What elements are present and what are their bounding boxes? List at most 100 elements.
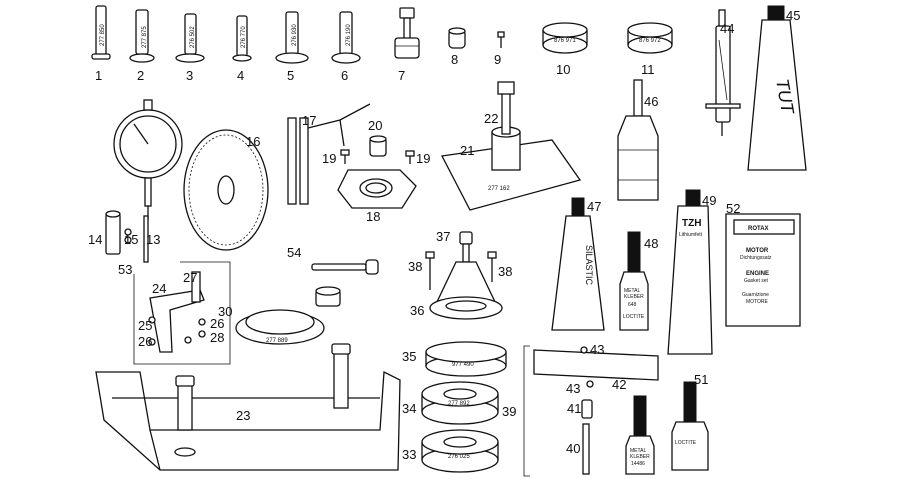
callout-numbers: 1 2 3 4 5 6 7 8 9 10 11 13 14 15 16 17 1…	[88, 8, 800, 462]
ring-10: 876 971	[542, 22, 588, 54]
callout: 38	[498, 264, 512, 279]
callout: 19	[322, 151, 336, 166]
callout: 33	[402, 447, 416, 462]
callout: 38	[408, 259, 422, 274]
label-14486-metal: METAL	[630, 448, 647, 454]
gasket-16	[183, 129, 269, 251]
callout: 11	[641, 62, 655, 77]
callout: 54	[287, 245, 301, 260]
callout: 34	[402, 401, 416, 416]
bottle-46	[617, 79, 659, 201]
gasket-box-line-2: Dichtungssatz	[740, 255, 772, 261]
callout: 26	[138, 334, 152, 349]
part-number-35: 977 490	[452, 362, 474, 368]
part-number-10: 876 971	[554, 38, 576, 44]
callout: 52	[726, 201, 740, 216]
gasket-box-brand: ROTAX	[748, 226, 769, 232]
callout: 3	[186, 68, 193, 83]
callout: 26	[210, 316, 224, 331]
callout: 15	[124, 232, 138, 247]
part-number-34: 277 892	[448, 401, 470, 407]
part-number-4: 276 770	[241, 26, 247, 48]
callout: 1	[95, 68, 102, 83]
screw-19-left	[340, 149, 350, 164]
callout: 21	[460, 143, 474, 158]
tool-9	[497, 31, 505, 48]
callout: 43	[590, 342, 604, 357]
part-number-2: 277 875	[142, 26, 148, 48]
gasket-box-line-5: Guarnizione	[742, 292, 769, 298]
label-14486-kleber: KLEBER	[630, 454, 650, 460]
part-number-11: 876 972	[639, 38, 661, 44]
part-number-3: 276 502	[190, 26, 196, 48]
tool-3: 276 502	[175, 13, 205, 63]
bracket-group-53	[133, 261, 231, 365]
callout: 35	[402, 349, 416, 364]
callout: 48	[644, 236, 658, 251]
gasket-box-line-6: MOTORE	[746, 299, 769, 305]
callout: 42	[612, 377, 626, 392]
callout: 53	[118, 262, 132, 277]
callout: 2	[137, 68, 144, 83]
callout: 23	[236, 408, 250, 423]
tube-49-lithium: TZH Lithiumfett	[667, 189, 713, 355]
flange-18	[337, 169, 417, 209]
label-14486-number: 14486	[631, 461, 645, 467]
part-number-6: 276 190	[346, 24, 352, 46]
gasket-box-line-4: Gasket set	[744, 278, 769, 284]
label-48-number: 648	[628, 302, 637, 308]
puller-17	[287, 103, 371, 205]
tool-5: 276 930	[275, 11, 309, 64]
ring-33: 276 025	[421, 429, 499, 473]
part-number-33: 276 025	[448, 454, 470, 460]
callout: 19	[416, 151, 430, 166]
label-48-kleber: KLEBER	[624, 294, 644, 300]
silastic-label: SILASTIC	[584, 245, 594, 286]
tool-8	[448, 27, 466, 49]
bottle-48: METAL KLEBER 648 LOCTITE	[619, 231, 649, 331]
part-number-1: 277 850	[100, 24, 106, 46]
bolt-38-right	[487, 251, 497, 282]
cap-20	[369, 135, 387, 157]
callout: 27	[183, 270, 197, 285]
label-51-brand: LOCTITE	[675, 440, 697, 446]
tool-4: 276 770	[232, 15, 252, 62]
lithium-brand: TZH	[682, 218, 701, 229]
callout: 17	[302, 113, 316, 128]
ring-11: 876 972	[627, 22, 673, 54]
callout: 36	[410, 303, 424, 318]
bottle-14486: METAL KLEBER 14486	[625, 395, 655, 475]
callout: 9	[494, 52, 501, 67]
callout: 30	[218, 304, 232, 319]
label-48-metal: METAL	[624, 288, 641, 294]
pin-15	[124, 228, 132, 244]
callout: 20	[368, 118, 382, 133]
tool-1: 277 850	[91, 5, 111, 60]
callout: 51	[694, 372, 708, 387]
part-number-30: 277 889	[266, 338, 288, 344]
callout: 10	[556, 62, 570, 77]
gasket-box-line-1: MOTOR	[746, 248, 769, 254]
dial-gauge	[113, 99, 183, 220]
callout: 39	[502, 404, 516, 419]
callout: 22	[484, 111, 498, 126]
tool-group-39	[523, 345, 659, 477]
callout: 4	[237, 68, 244, 83]
callout: 28	[210, 330, 224, 345]
bolt-38-left	[425, 251, 435, 290]
extractor-36	[429, 231, 503, 320]
callout: 6	[341, 68, 348, 83]
part-number-5: 276 930	[292, 24, 298, 46]
part-number-21: 277 162	[488, 186, 510, 192]
callout: 24	[152, 281, 166, 296]
label-48-brand: LOCTITE	[623, 314, 645, 320]
callout: 18	[366, 209, 380, 224]
screw-19-right	[405, 150, 415, 164]
callout: 7	[398, 68, 405, 83]
callout: 14	[88, 232, 102, 247]
callout: 16	[246, 134, 260, 149]
callout: 8	[451, 52, 458, 67]
engine-stand-23	[95, 343, 401, 471]
